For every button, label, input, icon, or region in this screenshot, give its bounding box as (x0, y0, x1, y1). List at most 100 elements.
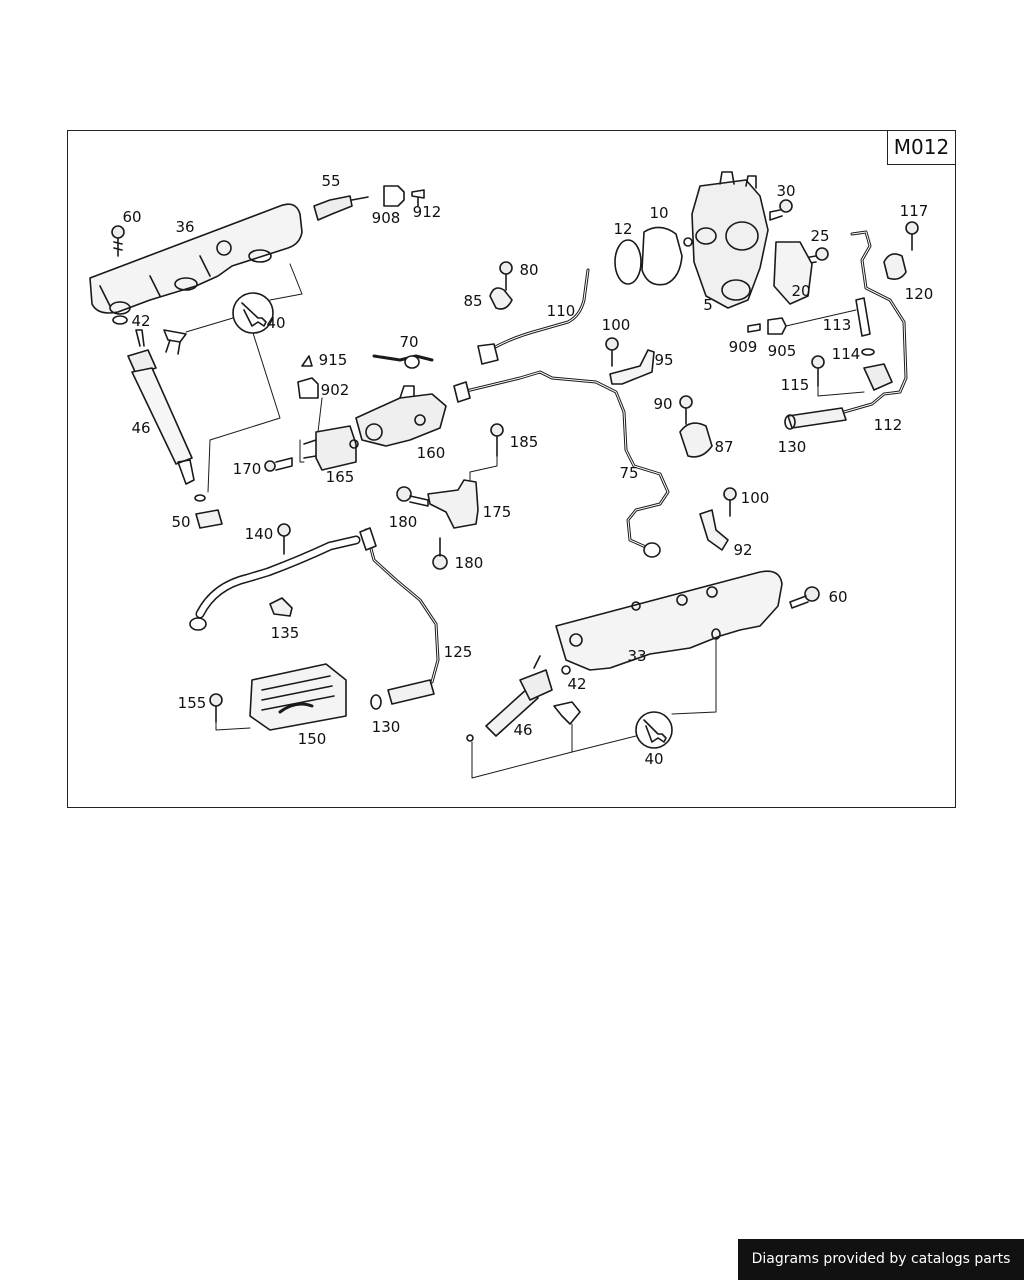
terminal-part-912 (411, 189, 425, 207)
hose-part-140 (189, 535, 361, 631)
terminal-part-909 (747, 323, 761, 333)
oil-cooler-part-150 (249, 663, 347, 731)
fuel-line-part-110 (477, 268, 590, 365)
callout-125: 125 (443, 643, 473, 661)
callout-100-upper: 100 (601, 316, 631, 334)
callout-120: 120 (904, 285, 934, 303)
bracket-part-92 (699, 509, 729, 551)
bolt-part-170 (264, 457, 293, 472)
bolt-part-185 (490, 423, 504, 457)
callout-185: 185 (509, 433, 539, 451)
callout-20: 20 (791, 282, 811, 300)
connector-part-902 (297, 377, 319, 399)
callout-905: 905 (767, 342, 797, 360)
bolt-part-60-lower (789, 586, 820, 609)
bolt-part-90 (679, 395, 693, 425)
bolt-part-80 (499, 261, 513, 291)
pipe-part-112 (842, 230, 908, 414)
bolt-part-180-upper (396, 486, 429, 507)
callout-87: 87 (714, 438, 734, 456)
callout-915: 915 (318, 351, 348, 369)
o-ring-part-12 (614, 239, 642, 285)
bracket-part-175 (427, 479, 479, 529)
callout-908: 908 (371, 209, 401, 227)
tool-icon-part-40-lower (635, 711, 673, 749)
callout-40-lower: 40 (644, 750, 664, 768)
bolt-part-60-upper (111, 225, 125, 257)
o-ring-part-46-small (466, 734, 474, 742)
callout-90: 90 (653, 395, 673, 413)
bracket-part-20 (773, 241, 813, 305)
callout-160: 160 (416, 444, 446, 462)
valve-part-160 (355, 385, 447, 447)
callout-60: 60 (122, 208, 142, 226)
callout-85: 85 (463, 292, 483, 310)
grommet-part-120 (883, 253, 907, 280)
bolt-part-180-lower (432, 537, 448, 570)
bolt-part-100-lower (723, 487, 737, 517)
injector-part-46-upper (127, 329, 195, 485)
callout-180-upper: 180 (388, 513, 418, 531)
sensor-part-113 (855, 297, 871, 337)
callout-30: 30 (776, 182, 796, 200)
injector-part-46-lower (485, 655, 553, 737)
callout-155: 155 (177, 694, 207, 712)
callout-100-lower: 100 (740, 489, 770, 507)
hose-part-130-right (784, 407, 847, 430)
line-part-70 (372, 354, 434, 369)
o-ring-part-40-right (711, 628, 721, 640)
callout-150: 150 (297, 730, 327, 748)
pipe-part-125 (359, 527, 440, 684)
callout-909: 909 (728, 338, 758, 356)
o-ring-part-42-upper (112, 315, 128, 325)
fuel-line-part-75 (453, 370, 670, 558)
clip-part-42-bracket (163, 329, 187, 355)
callout-5: 5 (703, 296, 713, 314)
bolt-part-115 (811, 355, 825, 387)
clamp-part-85 (489, 287, 513, 310)
clamp-part-87 (679, 422, 713, 458)
callout-114: 114 (831, 345, 861, 363)
callout-175: 175 (482, 503, 512, 521)
callout-75: 75 (619, 464, 639, 482)
bracket-part-135 (269, 597, 293, 617)
callout-170: 170 (232, 460, 262, 478)
bolt-part-155 (209, 693, 223, 723)
bracket-part-95 (609, 349, 655, 385)
callout-912: 912 (412, 203, 442, 221)
callout-113: 113 (822, 316, 852, 334)
callout-50: 50 (171, 513, 191, 531)
pressure-sensor-part-55 (313, 195, 369, 221)
callout-10: 10 (649, 204, 669, 222)
fuel-rail-right-part-33 (555, 570, 783, 671)
callout-42-lower: 42 (567, 675, 587, 693)
callout-165: 165 (325, 468, 355, 486)
callout-46: 46 (131, 419, 151, 437)
o-ring-part-42-lower (561, 665, 571, 675)
callout-36: 36 (175, 218, 195, 236)
callout-110: 110 (546, 302, 576, 320)
callout-902: 902 (320, 381, 350, 399)
callout-140: 140 (244, 525, 274, 543)
callout-60-lower: 60 (828, 588, 848, 606)
callout-92: 92 (733, 541, 753, 559)
clip-part-42-lower (553, 701, 581, 725)
callout-180-lower: 180 (454, 554, 484, 572)
callout-95: 95 (654, 351, 674, 369)
hose-part-130-lower (370, 679, 435, 710)
connector-part-908 (383, 185, 405, 207)
bolt-part-140 (277, 523, 291, 555)
footer-credit-banner: Diagrams provided by catalogs parts (738, 1239, 1024, 1280)
seal-ring-part-50 (195, 509, 223, 529)
callout-25: 25 (810, 227, 830, 245)
callout-40: 40 (266, 314, 286, 332)
connector-part-905 (767, 317, 787, 335)
callout-112: 112 (873, 416, 903, 434)
fuel-rail-left-part-36 (89, 203, 303, 315)
valve-part-165 (303, 425, 359, 471)
bolt-part-30 (769, 199, 793, 221)
callout-70: 70 (399, 333, 419, 351)
o-ring-part-114 (861, 348, 875, 356)
callout-46-lower: 46 (513, 721, 533, 739)
